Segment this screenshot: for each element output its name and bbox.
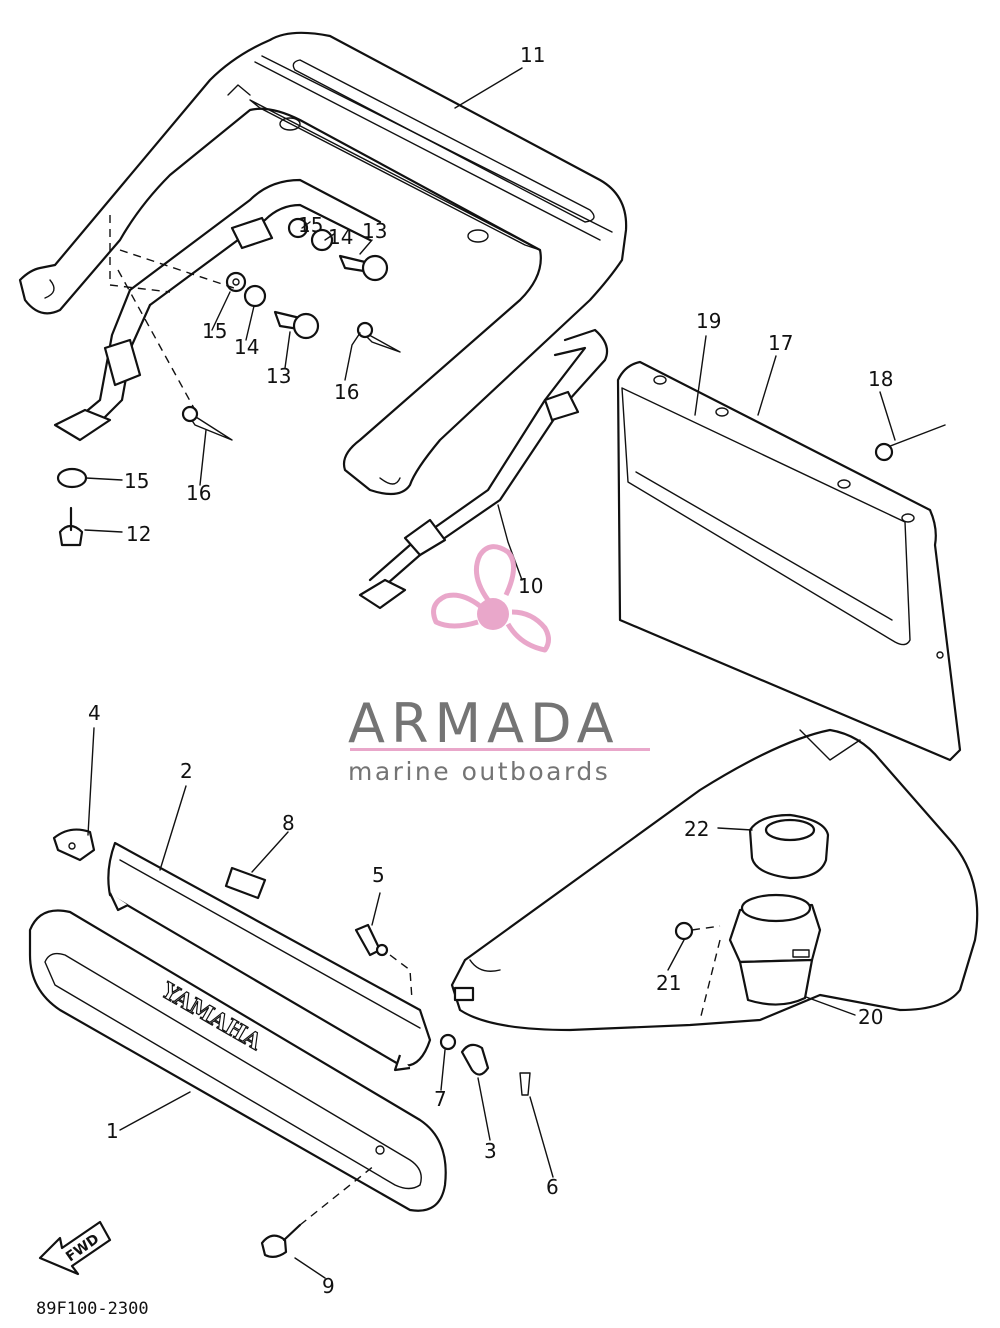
callout-11: 11 [520,43,545,67]
callout-12: 12 [126,522,151,546]
callout-8: 8 [282,811,295,835]
callout-22: 22 [684,817,709,841]
callout-10: 10 [518,574,543,598]
callout-20: 20 [858,1005,883,1029]
callout-9: 9 [322,1274,335,1298]
fwd-arrow-icon: FWD [38,1220,112,1276]
callout-13: 13 [362,219,387,243]
drawing-code: 89F100-2300 [36,1299,149,1319]
callout-15: 15 [298,213,323,237]
callout-6: 6 [546,1175,559,1199]
part-11-handle-frame [18,31,628,496]
lower-cowling [450,728,979,1032]
callout-16: 16 [334,380,359,404]
armada-watermark: ARMADA marine outboards [348,544,650,786]
brand-rule [350,748,650,751]
part-4-bracket [52,828,96,862]
part-8-label-plate [224,866,267,900]
callout-13-b: 13 [266,364,291,388]
callout-16-b: 16 [186,481,211,505]
callout-19: 19 [696,309,721,333]
callout-14-b: 14 [234,335,259,359]
propeller-logo-icon [431,544,551,653]
brand-tagline: marine outboards [348,757,610,786]
callout-5: 5 [372,863,385,887]
callout-labels: 11 10 15 14 13 15 14 13 16 15 16 12 19 1… [88,43,893,1298]
part-17-19-rear-panel [616,360,962,762]
callout-15-c: 15 [124,469,149,493]
small-parts-3-5-6-7-9 [260,923,531,1259]
leader-lines [84,67,896,1279]
part-2-plate [107,841,432,1072]
callout-14: 14 [328,225,353,249]
callout-2: 2 [180,759,193,783]
callout-3: 3 [484,1139,497,1163]
callout-4: 4 [88,701,101,725]
callout-18: 18 [868,367,893,391]
callout-7: 7 [434,1087,447,1111]
callout-15-b: 15 [202,319,227,343]
callout-1: 1 [106,1119,119,1143]
brand-name: ARMADA [348,692,620,755]
fastener-group-left [56,215,401,547]
callout-17: 17 [768,331,793,355]
part-10-tube-bracket [53,178,609,610]
callout-21: 21 [656,971,681,995]
